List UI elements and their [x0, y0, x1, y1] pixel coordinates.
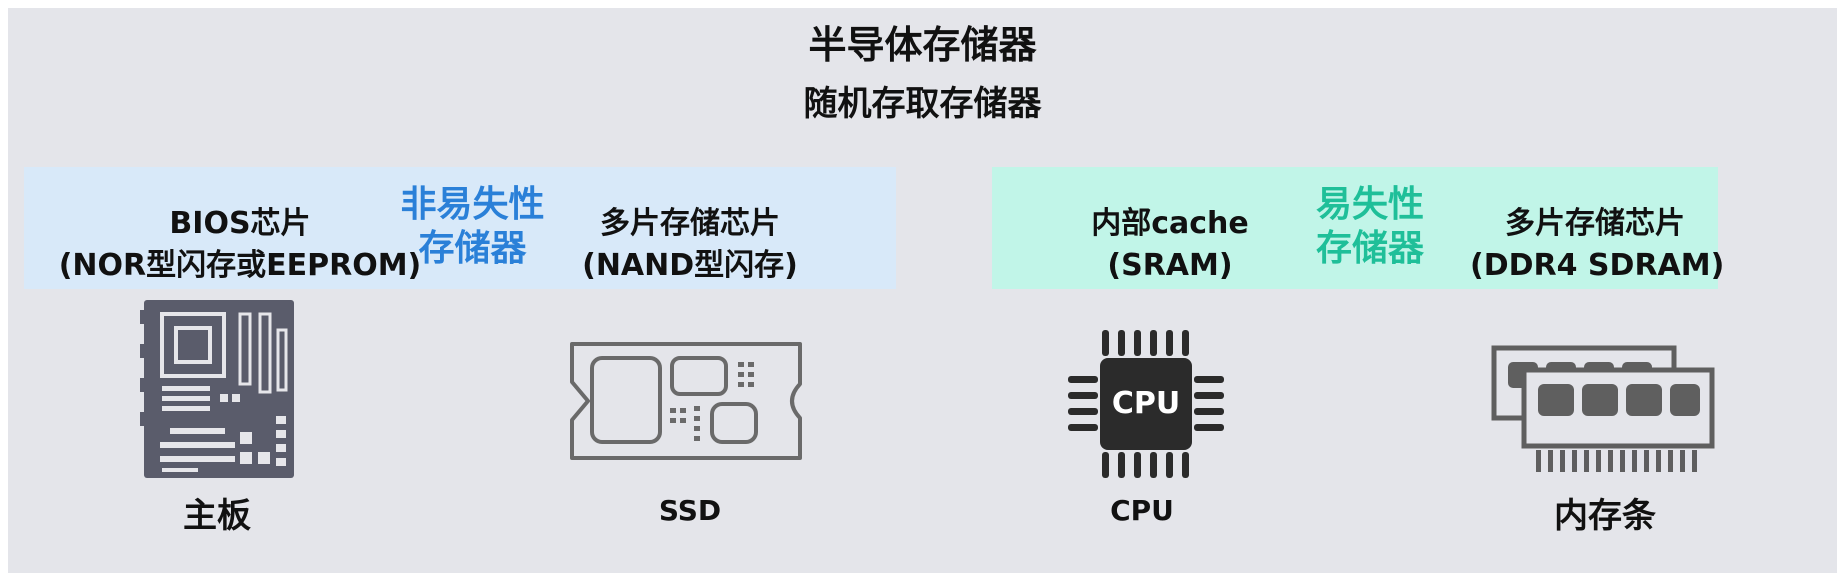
volatile-category: 易失性 存储器	[1280, 183, 1460, 271]
subtitle: 随机存取存储器	[803, 84, 1042, 124]
bios-chip-label-line2: (NOR型闪存或EEPROM)	[58, 248, 422, 283]
diagram-panel	[8, 8, 1837, 573]
motherboard-icon	[140, 296, 305, 486]
volatile-category-line1: 易失性	[1315, 184, 1424, 225]
nonvolatile-box	[24, 167, 896, 289]
ssd-icon	[568, 340, 804, 466]
nonvolatile-category-line1: 非易失性	[400, 184, 545, 225]
bios-chip-label-line1: BIOS芯片	[169, 206, 311, 241]
memory-module-icon	[1488, 342, 1718, 486]
volatile-category-line2: 存储器	[1315, 228, 1424, 269]
motherboard-caption: 主板	[183, 496, 251, 536]
cpu-caption: CPU	[1110, 494, 1174, 527]
nonvolatile-category-line2: 存储器	[418, 228, 527, 269]
dram-chips-label-line1: 多片存储芯片	[1505, 206, 1685, 241]
cpu-chip-text: CPU	[1111, 386, 1181, 421]
nand-chips-label-line1: 多片存储芯片	[600, 206, 780, 241]
dram-chips-label: 多片存储芯片 (DDR4 SDRAM)	[1470, 203, 1725, 287]
nonvolatile-category: 非易失性 存储器	[380, 183, 565, 271]
nand-chips-label: 多片存储芯片 (NAND型闪存)	[560, 203, 820, 287]
dram-chips-label-line2: (DDR4 SDRAM)	[1470, 248, 1725, 283]
cache-label-line2: (SRAM)	[1107, 248, 1233, 283]
main-title: 半导体存储器	[808, 23, 1037, 67]
nand-chips-label-line2: (NAND型闪存)	[582, 248, 798, 283]
bios-chip-label: BIOS芯片 (NOR型闪存或EEPROM)	[30, 203, 450, 287]
volatile-box	[992, 167, 1718, 289]
ssd-caption: SSD	[658, 494, 722, 527]
cache-label: 内部cache (SRAM)	[1045, 203, 1295, 287]
cache-label-line1: 内部cache	[1091, 206, 1249, 241]
cpu-icon: CPU	[1066, 326, 1226, 486]
memory-module-caption: 内存条	[1554, 496, 1656, 536]
